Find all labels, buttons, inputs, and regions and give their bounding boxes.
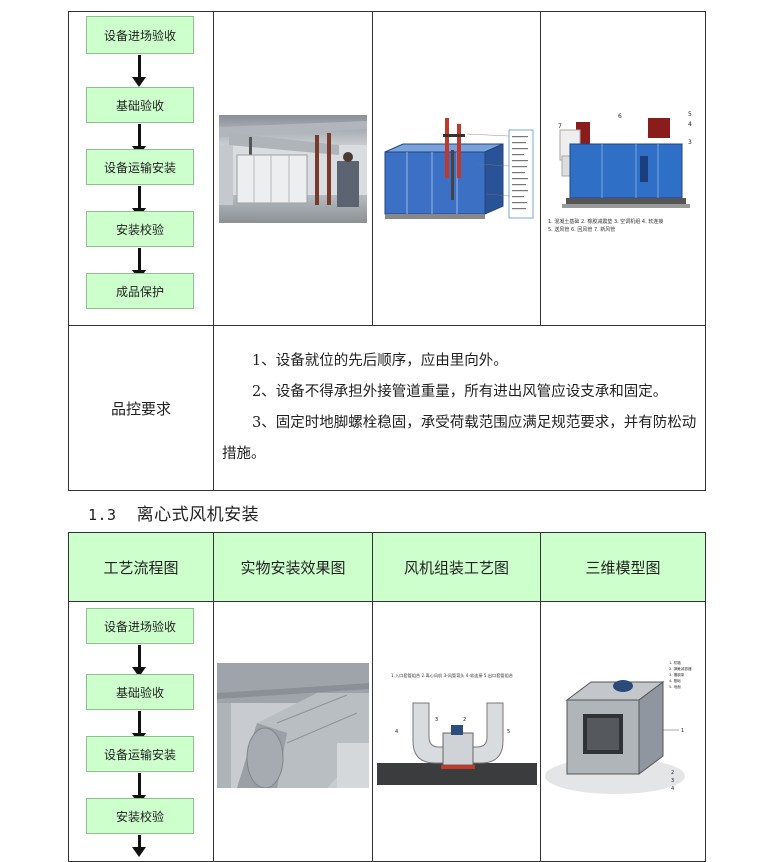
flow-arrow-3 [132, 186, 146, 218]
fan-assembly-cell: 1.入口套管组合 2.离心风机 3-风管弯头 4-软连接 5.出口套管组合 4 … [372, 601, 541, 862]
fan-flowchart: 设备进场验收 基础验收 设备运输安装 安装校验 [69, 602, 213, 857]
model-legend-item: 1. 机箱 [669, 660, 681, 665]
legend-item: 5. 送风管 [548, 226, 570, 233]
installed-unit-photo [219, 114, 367, 223]
flow-step-4: 安装校验 [86, 211, 194, 247]
fan-flow-step-3: 设备运输安装 [86, 736, 194, 772]
callout-4: 4 [688, 121, 692, 128]
flow-step-5: 成品保护 [86, 273, 194, 309]
ahu-diagram-cell [372, 11, 541, 326]
model-callout-2: 2 [671, 770, 674, 776]
model-legend-item: 5. 地面 [669, 684, 681, 689]
flow-arrow-1 [132, 55, 146, 87]
flow-arrow-4 [132, 248, 146, 280]
requirement-1: 1、设备就位的先后顺序，应由里向外。 [252, 353, 508, 369]
ahu-section-diagram: 7 6 5 4 3 [558, 111, 692, 208]
quality-label-cell: 品控要求 [68, 325, 214, 491]
legend-item: 2. 橡胶减震垫 [580, 218, 613, 225]
fan-flow-arrow-4 [132, 835, 146, 857]
assembly-callout-4: 4 [395, 729, 398, 735]
section-title: 离心式风机安装 [136, 505, 260, 525]
assembly-callout-5: 5 [507, 729, 510, 735]
fan-installation-photo [217, 663, 369, 788]
model-callout-3: 3 [671, 778, 674, 784]
fan-flow-arrow-2 [132, 711, 146, 743]
model-callout-1: 1 [681, 728, 684, 734]
requirement-3: 3、固定时地脚螺栓稳固，承受荷载范围应满足规范要求，并有防松动措施。 [222, 415, 697, 462]
installation-photo-cell [213, 11, 373, 326]
fan-model-cell: 1. 机箱 2. 弹簧减振器 3. 槽钢架 4. 基础 5. 地面 1 2 3 … [540, 601, 706, 862]
ahu-section-cell: 7 6 5 4 3 1. 混凝土基础 2. 橡胶减震垫 3. 空调机组 4. 软… [540, 11, 706, 326]
model-callout-4: 4 [671, 786, 674, 792]
callout-7: 7 [558, 123, 562, 130]
flow-arrow-2 [132, 124, 146, 156]
fan-flow-arrow-1 [132, 645, 146, 677]
fan-3d-model: 1. 机箱 2. 弹簧减振器 3. 槽钢架 4. 基础 5. 地面 1 2 3 … [543, 655, 703, 796]
model-legend: 1. 机箱 2. 弹簧减振器 3. 槽钢架 4. 基础 5. 地面 [669, 660, 692, 689]
installation-table-1: 设备进场验收 基础验收 设备运输安装 安装校验 成品保护 [68, 11, 706, 491]
legend-item: 6. 回风管 [570, 226, 593, 233]
fan-flow-step-2: 基础验收 [86, 674, 194, 710]
fan-assembly-diagram: 1.入口套管组合 2.离心风机 3-风管弯头 4-软连接 5.出口套管组合 4 … [376, 663, 537, 788]
legend-item: 1. 混凝土基础 [548, 218, 580, 225]
flow-step-1: 设备进场验收 [86, 16, 194, 54]
installation-table-2: 工艺流程图 实物安装效果图 风机组装工艺图 三维模型图 设备进场验收 基础验收 … [68, 532, 706, 862]
fan-flow-step-4: 安装校验 [86, 798, 194, 834]
fan-flow-step-1: 设备进场验收 [86, 608, 194, 644]
header-process-flow: 工艺流程图 [68, 532, 214, 602]
quality-requirements: 1、设备就位的先后顺序，应由里向外。 2、设备不得承担外接管道重量，所有进出风管… [213, 325, 706, 491]
process-flow-cell: 设备进场验收 基础验收 设备运输安装 安装校验 成品保护 [68, 11, 214, 326]
assembly-callout-2: 2 [463, 717, 466, 723]
ahu-assembly-diagram [384, 117, 533, 219]
section-heading: 1.3 离心式风机安装 [88, 500, 259, 525]
callout-5: 5 [688, 111, 692, 118]
legend-item: 4. 软连接 [641, 218, 664, 225]
header-assembly-diagram: 风机组装工艺图 [372, 532, 541, 602]
assembly-callout-3: 3 [435, 717, 438, 723]
model-legend-item: 3. 槽钢架 [669, 672, 685, 677]
callout-3: 3 [688, 139, 692, 146]
fan-photo-cell [213, 601, 373, 862]
callout-6: 6 [618, 113, 622, 120]
model-legend-item: 2. 弹簧减振器 [669, 666, 692, 671]
quality-label: 品控要求 [110, 399, 171, 418]
flow-step-2: 基础验收 [86, 87, 194, 123]
model-legend-item: 4. 基础 [669, 678, 681, 683]
process-flowchart: 设备进场验收 基础验收 设备运输安装 安装校验 成品保护 [69, 12, 213, 325]
ahu-legend: 1. 混凝土基础 2. 橡胶减震垫 3. 空调机组 4. 软连接 5. 送风管 … [548, 218, 698, 234]
legend-item: 3. 空调机组 [613, 218, 641, 225]
flow-step-3: 设备运输安装 [86, 149, 194, 185]
assembly-caption: 1.入口套管组合 2.离心风机 3-风管弯头 4-软连接 5.出口套管组合 [391, 672, 514, 679]
header-installation-photo: 实物安装效果图 [213, 532, 373, 602]
header-3d-model: 三维模型图 [540, 532, 706, 602]
legend-item: 7. 新风管 [593, 226, 616, 233]
fan-flow-cell: 设备进场验收 基础验收 设备运输安装 安装校验 [68, 601, 214, 862]
requirement-2: 2、设备不得承担外接管道重量，所有进出风管应设支承和固定。 [252, 384, 668, 400]
fan-flow-arrow-3 [132, 773, 146, 805]
section-number: 1.3 [88, 506, 117, 524]
